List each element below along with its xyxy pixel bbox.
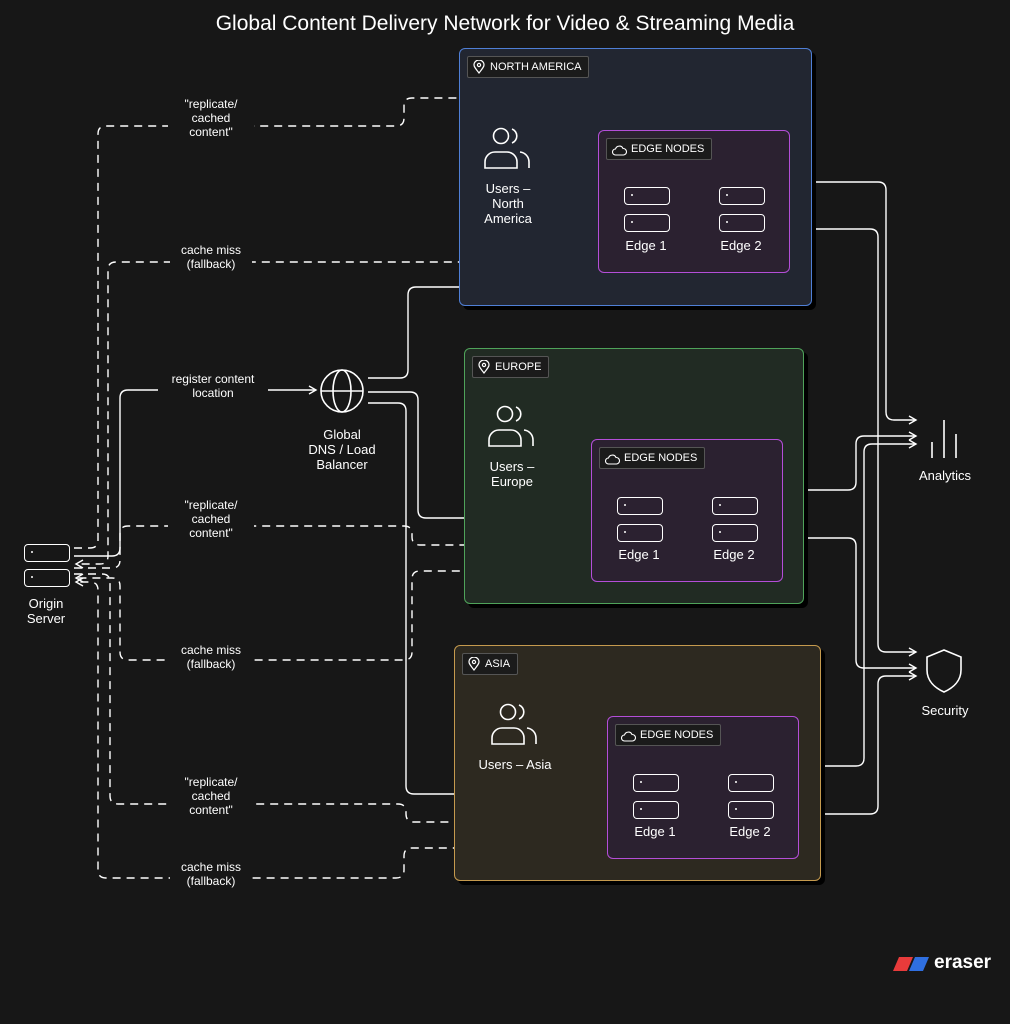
cloud-icon <box>621 729 637 749</box>
label-replicate-na: "replicate/ cached content" <box>168 97 254 139</box>
edge-1-label[interactable]: Edge 1 <box>618 547 660 562</box>
security-label: Security <box>921 703 969 718</box>
bar-chart-icon <box>924 414 980 465</box>
server-icon <box>633 801 679 819</box>
users-label: Users – Asia <box>478 757 552 772</box>
users-label: Users – North America <box>484 181 532 226</box>
edge-2-label[interactable]: Edge 2 <box>720 238 762 253</box>
server-icon <box>24 569 70 587</box>
globe-icon <box>319 368 388 419</box>
edge-nodes-north-america[interactable]: EDGE NODES Edge 1 Edge 2 <box>598 130 790 273</box>
edge-origin-asia-replicate <box>74 573 607 823</box>
label-replicate-asia: "replicate/ cached content" <box>168 775 254 817</box>
edge-eu-analytics <box>781 431 918 491</box>
analytics-label: Analytics <box>918 468 972 483</box>
location-pin-icon <box>473 59 485 81</box>
edge-1-label[interactable]: Edge 1 <box>625 238 667 253</box>
edge-2-label[interactable]: Edge 2 <box>713 547 755 562</box>
edge-eu-origin-miss <box>74 554 590 661</box>
edge-asia-origin-miss <box>74 577 605 879</box>
server-icon <box>719 214 765 232</box>
edge-na-analytics <box>790 181 918 425</box>
origin-label: Origin Server <box>26 596 66 626</box>
edge-na-security <box>790 228 918 657</box>
label-cache-miss-na: cache miss (fallback) <box>170 243 252 271</box>
server-icon <box>712 497 758 515</box>
region-label-asia: ASIA <box>462 653 519 678</box>
label-register: register content location <box>158 372 268 400</box>
users-icon <box>481 124 546 177</box>
edge-origin-register <box>74 385 318 557</box>
edge-nodes-europe[interactable]: EDGE NODES Edge 1 Edge 2 <box>591 439 783 582</box>
users-north-america[interactable]: Users – North America <box>470 124 546 226</box>
users-asia[interactable]: Users – Asia <box>470 700 560 772</box>
analytics-node[interactable]: Analytics <box>910 414 980 483</box>
edge-nodes-label: EDGE NODES <box>615 724 722 749</box>
edge-nodes-label: EDGE NODES <box>606 138 713 163</box>
users-icon <box>488 700 560 753</box>
cloud-icon <box>612 143 628 163</box>
region-label-europe: EUROPE <box>472 356 550 381</box>
location-pin-icon <box>478 359 490 381</box>
edge-eu-security <box>781 537 918 673</box>
server-icon <box>633 774 679 792</box>
global-dns-node[interactable]: Global DNS / Load Balancer <box>296 368 388 472</box>
security-node[interactable]: Security <box>910 648 980 718</box>
label-replicate-eu: "replicate/ cached content" <box>168 498 254 540</box>
users-label: Users – Europe <box>489 459 535 489</box>
edge-2-label[interactable]: Edge 2 <box>729 824 771 839</box>
eraser-logo <box>893 956 931 977</box>
server-icon <box>728 801 774 819</box>
shield-icon <box>924 648 980 699</box>
edge-nodes-label: EDGE NODES <box>599 447 706 472</box>
edge-asia-security <box>797 671 918 815</box>
location-pin-icon <box>468 656 480 678</box>
label-cache-miss-eu: cache miss (fallback) <box>170 643 252 671</box>
region-label-north-america: NORTH AMERICA <box>467 56 590 81</box>
users-europe[interactable]: Users – Europe <box>474 402 550 489</box>
server-icon <box>624 214 670 232</box>
server-icon <box>728 774 774 792</box>
server-icon <box>624 187 670 205</box>
edge-1-label[interactable]: Edge 1 <box>634 824 676 839</box>
region-name: NORTH AMERICA <box>490 61 582 73</box>
region-name: EUROPE <box>495 361 542 373</box>
server-icon <box>617 497 663 515</box>
brand-name: eraser <box>934 952 992 973</box>
region-name: ASIA <box>485 658 511 670</box>
server-icon <box>719 187 765 205</box>
users-icon <box>485 402 550 455</box>
label-cache-miss-asia: cache miss (fallback) <box>170 860 252 888</box>
page-title: Global Content Delivery Network for Vide… <box>215 12 795 35</box>
dns-label: Global DNS / Load Balancer <box>308 427 376 472</box>
server-icon <box>617 524 663 542</box>
edge-asia-analytics <box>797 439 918 767</box>
edge-nodes-asia[interactable]: EDGE NODES Edge 1 Edge 2 <box>607 716 799 859</box>
server-icon <box>24 544 70 562</box>
server-icon <box>712 524 758 542</box>
cloud-icon <box>605 452 621 472</box>
